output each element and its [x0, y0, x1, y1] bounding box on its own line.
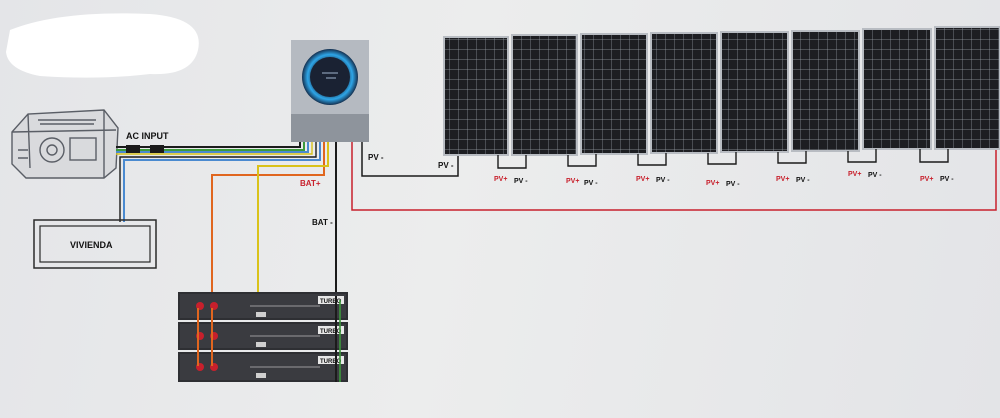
pv-pos-label-1: PV+ [494, 176, 507, 183]
house-box-icon [33, 219, 157, 269]
vivienda-label: VIVIENDA [70, 240, 113, 250]
solar-panel-icon [443, 36, 509, 156]
pv-negative-wire [361, 142, 459, 177]
ac-plug-right [150, 145, 164, 153]
solar-panel-icon [791, 30, 860, 152]
pv-neg-label-1: PV - [514, 178, 528, 185]
inverter-icon [291, 40, 369, 142]
battery-module-icon: TURBO [178, 292, 348, 320]
battery-brand-1: TURBO [320, 299, 342, 305]
solar-panel-icon [934, 26, 1000, 150]
pv-pos-label-2: PV+ [566, 178, 579, 185]
battery-wires [211, 142, 337, 318]
solar-array [443, 26, 1000, 156]
solar-panel-icon [650, 32, 718, 154]
pv-pos-label-4: PV+ [706, 180, 719, 187]
battery-stack: TURBO TURBO TURBO [178, 292, 348, 382]
ac-input-label: AC INPUT [126, 131, 169, 141]
pv-junction-labels: PV+ PV - PV+ PV - PV+ PV - PV+ PV - PV+ … [494, 171, 954, 188]
battery-module-icon: TURBO [178, 322, 348, 350]
pv-positive-wire [351, 142, 997, 211]
pv-neg-label-4: PV - [726, 181, 740, 188]
solar-panel-icon [862, 28, 932, 150]
pv-neg-label-7: PV - [940, 176, 954, 183]
pv-neg-label-2: PV - [584, 180, 598, 187]
bat-neg-label: BAT - [312, 218, 333, 227]
ac-plug-left [126, 145, 140, 153]
panel1-pv-neg-label: PV - [438, 161, 454, 170]
pv-neg-label-6: PV - [868, 172, 882, 179]
pv-pos-label-5: PV+ [776, 176, 789, 183]
battery-module-icon: TURBO [178, 352, 348, 382]
bat-pos-label: BAT+ [300, 179, 321, 188]
pv-pos-label-6: PV+ [848, 171, 861, 178]
pv-pos-label-3: PV+ [636, 176, 649, 183]
redaction-blob [6, 13, 199, 78]
house-feed-wires [119, 142, 321, 222]
generator-icon [11, 109, 119, 179]
battery-brand-3: TURBO [320, 359, 342, 365]
solar-panel-icon [720, 31, 789, 153]
pv-neg-label-3: PV - [656, 177, 670, 184]
pv-series-jumpers [497, 149, 949, 169]
ac-input-wires [116, 142, 313, 155]
solar-panel-icon [511, 34, 578, 156]
battery-brand-2: TURBO [320, 329, 342, 335]
pv-pos-label-7: PV+ [920, 176, 933, 183]
inverter-pv-neg-label: PV - [368, 153, 384, 162]
pv-neg-label-5: PV - [796, 177, 810, 184]
solar-panel-icon [580, 33, 648, 155]
